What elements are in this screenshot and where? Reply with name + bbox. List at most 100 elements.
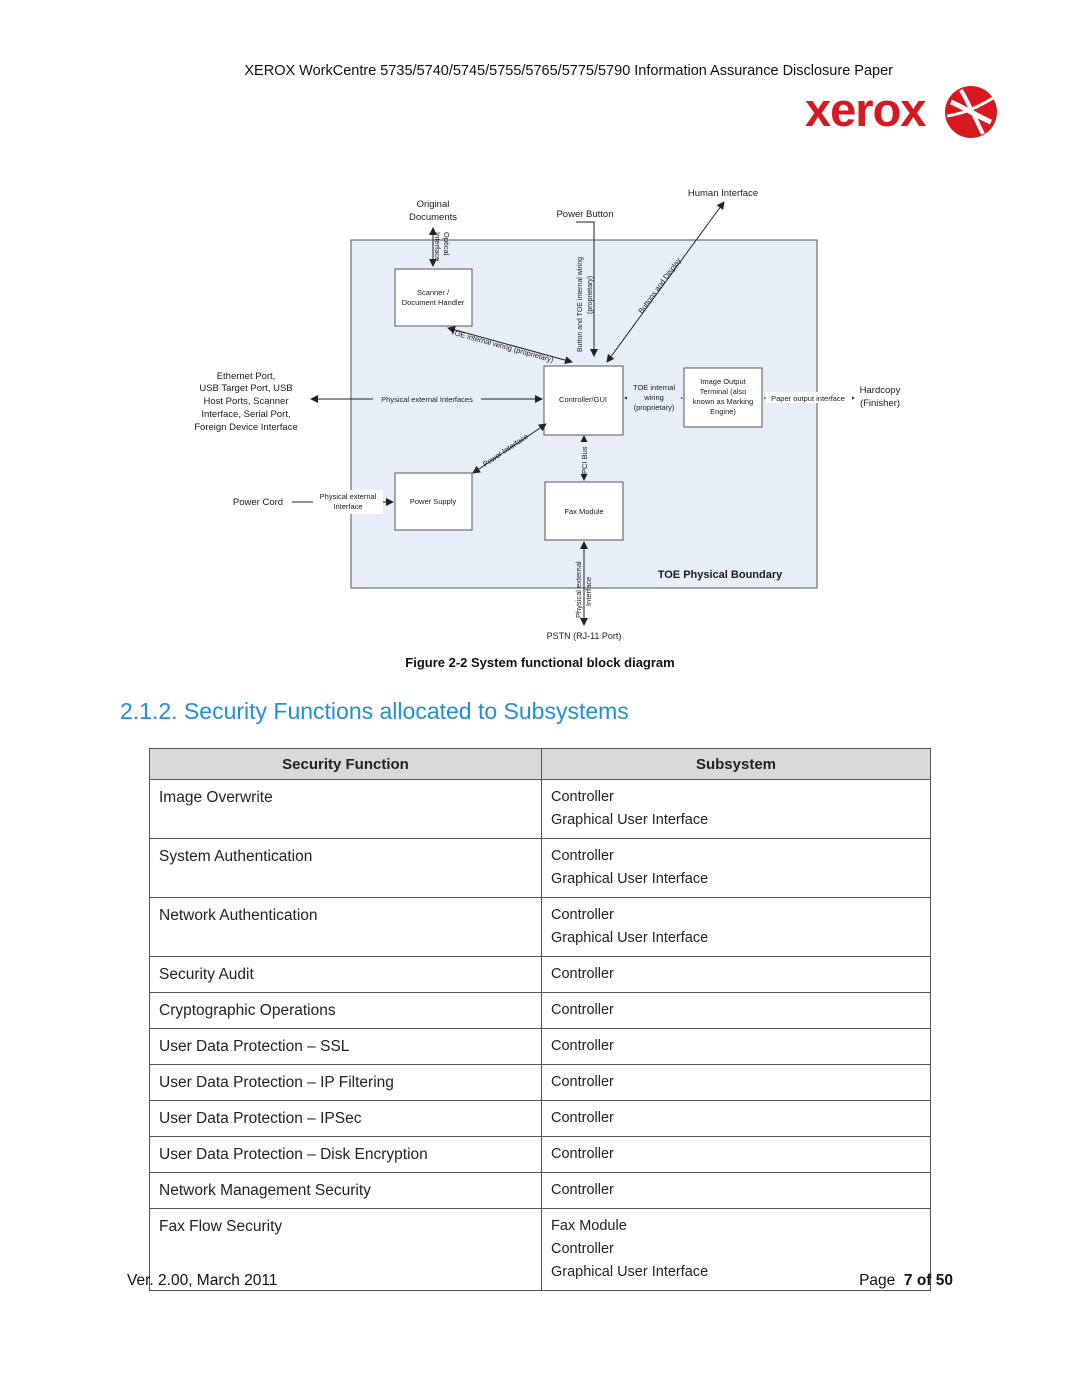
subsystem-cell: Controller — [541, 1172, 931, 1209]
fax-module-box — [544, 481, 624, 541]
phys-ext-label-1: Physical external — [320, 492, 377, 501]
subsystem-entry: Controller — [551, 848, 614, 864]
subsystem-entry: Controller — [551, 789, 614, 805]
button-wiring-label-1: Button and TOE internal wiring — [577, 257, 584, 352]
button-wiring-label-2: (proprietary) — [587, 276, 594, 314]
image-output-box — [683, 367, 763, 428]
subsystem-entry: Controller — [551, 1241, 614, 1257]
subsystem-entry: Controller — [551, 1182, 614, 1198]
security-function-cell: Fax Flow Security — [149, 1208, 542, 1291]
subsystem-entry: Graphical User Interface — [551, 871, 709, 887]
power-interface-arrow — [472, 423, 547, 474]
power-button-label: Power Button — [556, 209, 613, 220]
security-function-cell: Network Management Security — [149, 1172, 542, 1209]
subsystem-entry: Graphical User Interface — [551, 812, 709, 828]
power-supply-label: Power Supply — [410, 497, 457, 506]
subsystem-entry: Controller — [551, 1110, 614, 1126]
security-function-cell: Network Authentication — [149, 897, 542, 957]
subsystem-entry: Controller — [551, 1146, 614, 1162]
subsystem-entry: Controller — [551, 1074, 614, 1090]
subsystem-cell: Controller — [541, 1136, 931, 1173]
security-function-cell: Image Overwrite — [149, 779, 542, 839]
page-number: 7 of 50 — [903, 1272, 953, 1289]
ethernet-label-5: Foreign Device Interface — [194, 422, 298, 433]
subsystem-entry: Graphical User Interface — [551, 930, 709, 946]
toe-boundary-label: TOE Physical Boundary — [658, 569, 783, 581]
subsystem-entry: Controller — [551, 966, 614, 982]
subsystem-cell: Controller — [541, 1028, 931, 1065]
fax-module-label: Fax Module — [564, 507, 603, 516]
security-function-cell: User Data Protection – Disk Encryption — [149, 1136, 542, 1173]
table-row: User Data Protection – IP Filtering Contr… — [149, 1064, 931, 1101]
subsystem-cell: Controller — [541, 1100, 931, 1137]
security-function-cell: System Authentication — [149, 838, 542, 898]
document-header-title: XEROX WorkCentre 5735/5740/5745/5755/576… — [244, 63, 893, 79]
subsystem-entry: Fax Module — [551, 1218, 627, 1234]
table-row: Network Management Security Controller — [149, 1172, 931, 1209]
scanner-box — [394, 268, 473, 327]
xerox-logo: xerox — [805, 83, 997, 138]
subsystem-entry: Graphical User Interface — [551, 1264, 709, 1280]
page-prefix: Page — [859, 1272, 896, 1289]
table-header-row: Security Function Subsystem — [149, 748, 931, 780]
toe-wiring-label-3: (proprietary) — [634, 403, 675, 412]
optical-interface-label-2: Interface — [433, 232, 442, 261]
subsystem-cell: Controller — [541, 956, 931, 993]
subsystem-entry: Controller — [551, 907, 614, 923]
original-documents-label-2: Documents — [409, 212, 457, 223]
xerox-logo-text: xerox — [805, 83, 926, 136]
security-function-cell: Cryptographic Operations — [149, 992, 542, 1029]
scanner-controller-arrow — [447, 325, 573, 365]
optical-interface-label-1: Optical — [442, 232, 451, 256]
xerox-ball-icon — [945, 86, 997, 138]
subsystem-entry: Controller — [551, 1038, 614, 1054]
table-row: User Data Protection – SSL Controller — [149, 1028, 931, 1065]
table-row: User Data Protection – Disk Encryption Co… — [149, 1136, 931, 1173]
system-block-diagram: TOE Physical Boundary Scanner / Document… — [194, 188, 901, 641]
fax-ext-label-2: Interface — [584, 577, 593, 606]
controller-box — [543, 365, 624, 436]
header-security-function: Security Function — [149, 748, 542, 780]
power-cord-label: Power Cord — [233, 497, 283, 508]
original-documents-label-1: Original — [417, 199, 450, 210]
ethernet-label-4: Interface, Serial Port, — [201, 409, 290, 420]
subsystem-cell: Controller — [541, 1064, 931, 1101]
power-supply-box — [394, 472, 473, 531]
scanner-label-1: Scanner / — [417, 288, 450, 297]
controller-label: Controller/GUI — [559, 395, 607, 404]
header-subsystem: Subsystem — [541, 748, 931, 780]
power-button-line — [576, 221, 598, 357]
fax-ext-label-1: Physical external — [574, 561, 583, 618]
table-row: User Data Protection – IPSec Controller — [149, 1100, 931, 1137]
figure-caption: Figure 2-2 System functional block diagr… — [405, 655, 675, 670]
ethernet-label-3: Host Ports, Scanner — [203, 396, 288, 407]
human-interface-label: Human Interface — [688, 188, 758, 199]
section-heading: 2.1.2. Security Functions allocated to S… — [120, 698, 629, 724]
subsystem-cell: Controller — [541, 992, 931, 1029]
iot-label-2: Terminal (also — [700, 387, 747, 396]
security-function-cell: User Data Protection – IP Filtering — [149, 1064, 542, 1101]
pci-bus-label: PCI Bus — [580, 446, 589, 474]
security-functions-table: Security Function Subsystem Image Overwr… — [149, 748, 931, 1291]
footer-version: Ver. 2.00, March 2011 — [127, 1272, 278, 1289]
scanner-label-2: Document Handler — [402, 298, 465, 307]
iot-label-4: Engine) — [710, 407, 736, 416]
hardcopy-label-1: Hardcopy — [860, 385, 901, 396]
security-function-cell: User Data Protection – SSL — [149, 1028, 542, 1065]
iot-label-1: Image Output — [700, 377, 746, 386]
phys-ext-label-2: Interface — [333, 502, 362, 511]
human-interface-arrow — [606, 201, 725, 363]
ethernet-label-2: USB Target Port, USB — [199, 383, 292, 394]
security-function-cell: User Data Protection – IPSec — [149, 1100, 542, 1137]
hardcopy-label-2: (Finisher) — [860, 398, 900, 409]
